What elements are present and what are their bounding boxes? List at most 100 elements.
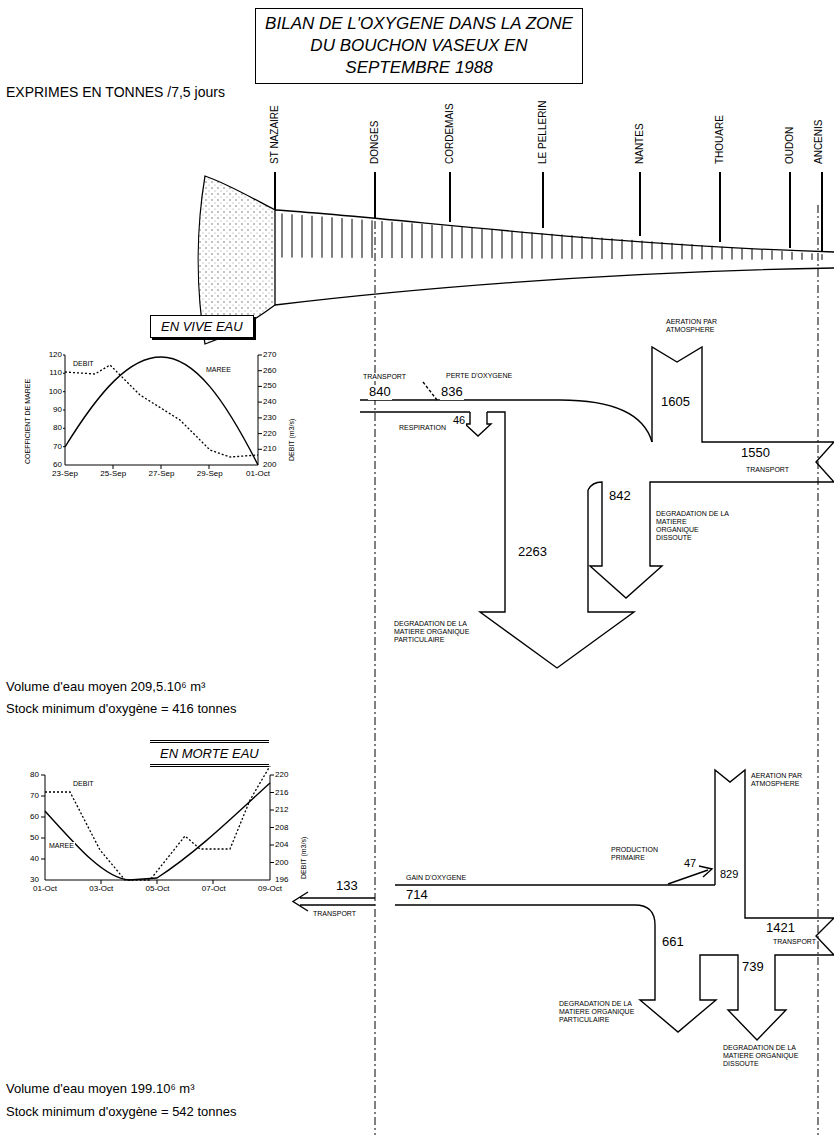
- text-label: PRODUCTION PRIMAIRE: [610, 846, 667, 862]
- channel-tick: [322, 217, 323, 258]
- text-label: DONGES: [369, 120, 380, 165]
- channel-tick: [482, 229, 483, 259]
- text-label: ANCENIS: [813, 119, 824, 165]
- channel-tick: [312, 216, 313, 258]
- channel-tick: [742, 248, 743, 260]
- channel-tick: [732, 247, 733, 259]
- channel-tick: [432, 225, 433, 258]
- text-label: DEGRADATION DE LA MATIERE ORGANIQUE PART…: [558, 1000, 638, 1024]
- text-label: 133: [335, 879, 359, 894]
- text-label: LE PELLERIN: [537, 100, 548, 165]
- text-label: DEGRADATION DE LA MATIERE ORGANIQUE PART…: [393, 620, 480, 644]
- channel-tick: [722, 247, 723, 260]
- channel-tick: [282, 214, 283, 258]
- text-label: Volume d'eau moyen 199.10⁶ m³: [5, 1082, 196, 1097]
- channel-tick: [582, 236, 583, 259]
- text-label: 30: [29, 875, 40, 884]
- text-label: 240: [262, 397, 277, 406]
- channel-tick: [542, 233, 543, 259]
- text-label: 70: [29, 791, 40, 800]
- text-label: 829: [719, 868, 739, 881]
- text-label: 1550: [740, 446, 771, 461]
- channel-tick: [442, 226, 443, 259]
- box-text: EN MORTE EAU: [160, 746, 259, 761]
- tide-box: EN VIVE EAU: [150, 315, 254, 338]
- channel-tick: [532, 232, 533, 258]
- channel-tick: [412, 223, 413, 258]
- text-label: 40: [29, 854, 40, 863]
- channel-tick: [622, 239, 623, 259]
- text-label: 210: [262, 444, 277, 453]
- channel-tick: [652, 241, 653, 259]
- text-label: Volume d'eau moyen 209,5.10⁶ m³: [5, 680, 206, 695]
- channel-tick: [552, 234, 553, 259]
- text-label: 216: [274, 788, 289, 797]
- text-label: 250: [262, 381, 277, 390]
- channel-tick: [352, 219, 353, 258]
- text-label: RESPIRATION: [398, 424, 447, 432]
- channel-tick: [802, 253, 803, 260]
- text-label: 220: [262, 429, 277, 438]
- text-label: 70: [52, 442, 63, 451]
- text-label: DEBIT: [72, 780, 95, 788]
- text-label: 260: [262, 366, 277, 375]
- text-label: Stock minimum d'oxygène = 542 tonnes: [5, 1105, 237, 1120]
- text-label: 60: [52, 460, 63, 469]
- text-label: 80: [52, 423, 63, 432]
- text-label: TRANSPORT: [362, 373, 407, 381]
- text-label: 29-Sep: [196, 469, 224, 478]
- channel-tick: [712, 246, 713, 260]
- text-label: DEBIT: [72, 360, 95, 368]
- channel-tick: [762, 250, 763, 260]
- flow-arrows: [293, 347, 834, 1040]
- text-label: 05-Oct: [144, 884, 170, 893]
- text-label: 80: [29, 770, 40, 779]
- channel-tick: [502, 230, 503, 258]
- channel-tick: [692, 244, 693, 259]
- text-label: Stock minimum d'oxygène = 416 tonnes: [5, 702, 237, 717]
- text-label: TRANSPORT: [772, 938, 817, 946]
- diagram-title: BILAN DE L'OXYGENE DANS LA ZONE DU BOUCH…: [255, 8, 583, 84]
- channel-tick: [372, 220, 373, 258]
- text-label: 739: [741, 960, 765, 975]
- text-label: AERATION PAR ATMOSPHERE: [750, 772, 816, 788]
- estuary: [198, 172, 834, 344]
- channel-tick: [812, 253, 813, 260]
- channel-tick: [522, 232, 523, 259]
- text-label: 212: [274, 805, 289, 814]
- text-label: 90: [52, 405, 63, 414]
- channel-tick: [462, 227, 463, 258]
- channel-tick: [792, 252, 793, 260]
- channel-tick: [422, 224, 423, 258]
- text-label: TRANSPORT: [745, 466, 790, 474]
- channel-tick: [632, 240, 633, 259]
- channel-tick: [472, 228, 473, 259]
- text-label: 270: [262, 350, 277, 359]
- text-label: DEGRADATION DE LA MATIERE ORGANIQUE DISS…: [655, 510, 732, 542]
- channel-tick: [392, 222, 393, 258]
- box-text: EN VIVE EAU: [161, 319, 243, 334]
- channel-tick: [612, 238, 613, 259]
- text-label: 07-Oct: [201, 884, 227, 893]
- tide-chart: [41, 355, 274, 884]
- text-label: DEGRADATION DE LA MATIERE ORGANIQUE DISS…: [722, 1044, 804, 1068]
- channel-tick: [362, 220, 363, 258]
- channel-tick: [562, 235, 563, 259]
- text-label: 120: [48, 350, 63, 359]
- text-label: 23-Sep: [51, 469, 79, 478]
- text-label: EXPRIMES EN TONNES /7,5 jours: [5, 84, 226, 100]
- text-label: 661: [661, 935, 685, 950]
- text-label: 230: [262, 413, 277, 422]
- text-label: 50: [29, 833, 40, 842]
- channel-tick: [752, 249, 753, 260]
- channel-tick: [672, 243, 673, 259]
- text-label: 2263: [517, 545, 548, 560]
- text-label: COEFFICIENT DE MAREE: [24, 378, 32, 465]
- channel-tick: [662, 242, 663, 259]
- text-label: DEBIT (m3/s): [288, 418, 296, 462]
- text-label: 1421: [765, 921, 796, 936]
- text-label: 46: [452, 414, 466, 427]
- channel-tick: [682, 244, 683, 260]
- channel-tick: [302, 215, 303, 258]
